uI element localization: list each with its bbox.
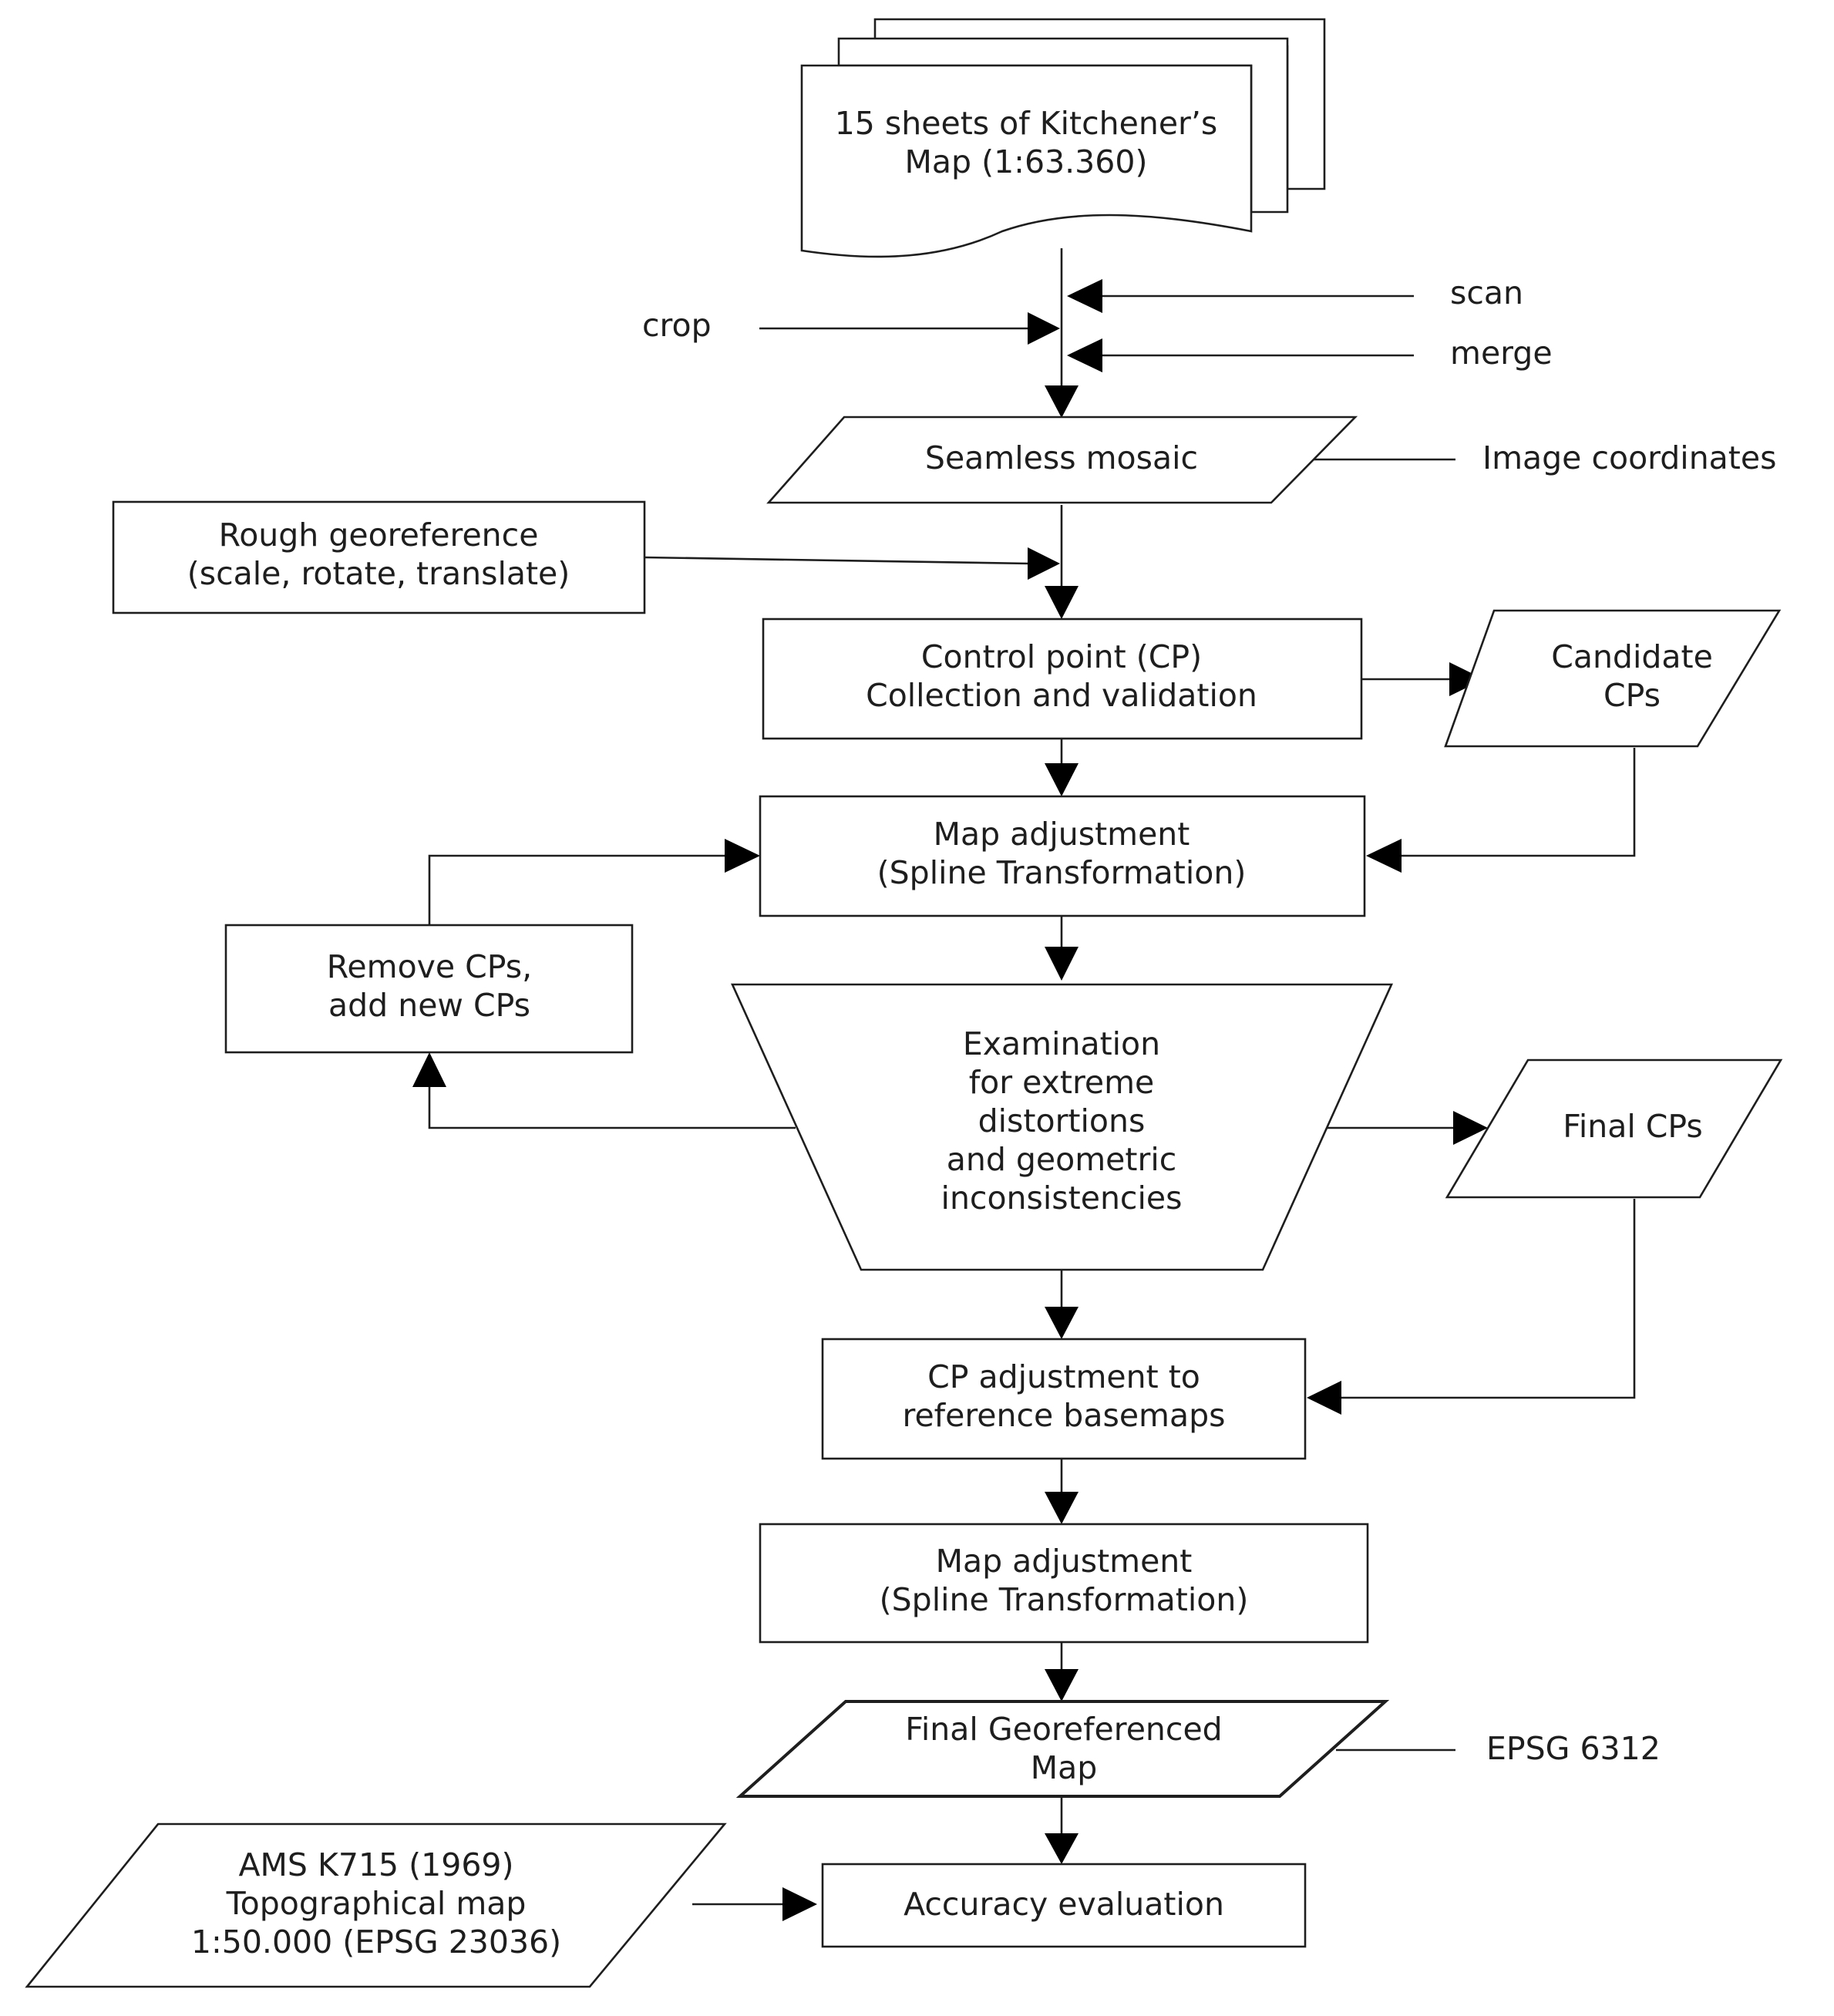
final-cps-node: Final CPs [1445,1058,1783,1199]
arrowhead-scan [1067,279,1102,313]
examination-line-3: distortions [978,1102,1146,1139]
connector-remove-to-adjustment [428,854,725,925]
rough-georeference-line-1: Rough georeference [219,517,539,554]
examination-line-1: Examination [963,1025,1160,1062]
seamless-mosaic-label: Seamless mosaic [925,439,1198,476]
final-map-shape [735,1700,1390,1798]
examination-line-2: for extreme [969,1064,1155,1101]
merge-label: merge [1450,335,1553,372]
candidate-cps-line-2: CPs [1603,677,1661,714]
arrowhead-into-mosaic [1045,385,1079,418]
map-adjustment-1-line-1: Map adjustment [934,816,1190,853]
arrowhead-into-final-map [1045,1669,1079,1701]
map-adjustment-2-shape [759,1523,1369,1644]
cp-adjustment-shape [821,1338,1307,1460]
final-map-node: Final Georeferenced Map [735,1700,1390,1798]
arrowhead-merge [1067,338,1102,372]
examination-node: Examination for extreme distortions and … [730,983,1394,1271]
ams-k715-line-1: AMS K715 (1969) [239,1846,514,1883]
epsg-6312-label: EPSG 6312 [1486,1730,1661,1767]
control-point-line-2: Collection and validation [866,677,1257,714]
connector-rough-georeference [644,556,1030,565]
arrowhead-into-remove [412,1052,446,1087]
rough-georeference-shape [112,500,646,614]
remove-cps-line-1: Remove CPs, [327,948,532,985]
image-coordinates-label: Image coordinates [1482,439,1776,476]
crop-label: crop [642,307,712,344]
seamless-mosaic-node: Seamless mosaic [766,416,1358,504]
final-cps-shape [1445,1058,1783,1199]
connector-candidate-to-adjustment [1402,748,1636,857]
accuracy-evaluation-label: Accuracy evaluation [904,1886,1224,1923]
arrowhead-crop [1028,312,1060,345]
control-point-line-1: Control point (CP) [921,638,1202,675]
ams-k715-line-2: Topographical map [226,1885,527,1922]
source-maps-line-1: 15 sheets of Kitchener’s [835,105,1218,142]
examination-line-5: inconsistencies [941,1180,1183,1217]
remove-cps-line-2: add new CPs [328,987,530,1024]
map-adjustment-2-line-1: Map adjustment [936,1543,1193,1580]
rough-georeference-node: Rough georeference (scale, rotate, trans… [112,500,646,614]
arrowheads [412,279,1488,1921]
map-adjustment-1-shape [759,795,1366,917]
connector-examination-to-remove [428,1087,796,1129]
candidate-cps-node: Candidate CPs [1444,609,1782,748]
arrowhead-into-final-cps [1453,1111,1488,1145]
arrowhead-into-accuracy [1045,1833,1079,1864]
map-adjustment-1-line-2: (Spline Transformation) [877,854,1247,891]
cp-adjustment-line-1: CP adjustment to [927,1358,1200,1395]
arrowhead-into-cpadj [1045,1307,1079,1339]
accuracy-evaluation-shape [821,1863,1307,1948]
arrowhead-into-examination [1045,947,1079,981]
final-map-line-2: Map [1031,1749,1098,1786]
arrowhead-rough-georeference [1028,547,1060,580]
candidate-cps-line-1: Candidate [1551,638,1713,675]
remove-cps-node: Remove CPs, add new CPs [224,924,634,1054]
cp-adjustment-line-2: reference basemaps [903,1397,1226,1434]
connector-final-to-cpadj [1341,1199,1636,1399]
scan-label: scan [1450,274,1523,311]
arrowhead-ams-to-accuracy [782,1887,817,1921]
candidate-cps-shape [1444,609,1782,748]
cp-adjustment-node: CP adjustment to reference basemaps [821,1338,1307,1460]
seamless-mosaic-shape [766,416,1358,504]
remove-cps-shape [224,924,634,1054]
source-maps-document: 15 sheets of Kitchener’s Map (1:63.360) [800,18,1326,258]
source-maps-line-2: Map (1:63.360) [905,143,1148,180]
control-point-node: Control point (CP) Collection and valida… [762,618,1363,740]
examination-shape [730,983,1394,1271]
arrowhead-into-cp [1045,586,1079,619]
final-map-line-1: Final Georeferenced [905,1711,1222,1748]
arrowhead-remove-to-adjustment [725,839,760,873]
map-adjustment-2-line-2: (Spline Transformation) [880,1581,1249,1618]
accuracy-evaluation-node: Accuracy evaluation [821,1863,1307,1948]
arrowhead-into-candidate [1449,662,1484,696]
rough-georeference-line-2: (scale, rotate, translate) [187,555,570,592]
ams-k715-node: AMS K715 (1969) Topographical map 1:50.0… [25,1822,727,1988]
final-cps-label: Final CPs [1563,1108,1703,1145]
map-adjustment-1-node: Map adjustment (Spline Transformation) [759,795,1366,917]
arrowhead-into-adjustment1 [1045,763,1079,796]
arrowhead-into-adjustment2 [1045,1492,1079,1524]
document-sheet-front [800,64,1253,258]
map-adjustment-2-node: Map adjustment (Spline Transformation) [759,1523,1369,1644]
control-point-shape [762,618,1363,740]
arrowhead-final-to-cpadj [1307,1381,1341,1415]
connectors [428,248,1636,1906]
arrowhead-candidate-to-adjustment [1366,839,1402,873]
examination-line-4: and geometric [947,1141,1177,1178]
ams-k715-line-3: 1:50.000 (EPSG 23036) [191,1923,561,1960]
ams-k715-shape [25,1822,727,1988]
